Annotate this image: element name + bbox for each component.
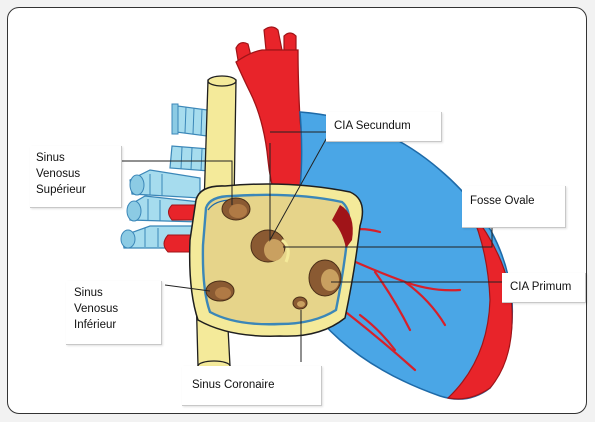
label-text: Sinus Coronaire xyxy=(192,377,311,393)
label-fosse-ovale: Fosse Ovale xyxy=(462,186,566,228)
label-line: Supérieur xyxy=(36,182,115,198)
label-cia-primum: CIA Primum xyxy=(502,273,586,303)
label-text: Fosse Ovale xyxy=(470,193,557,209)
label-line: Inférieur xyxy=(74,317,153,333)
label-line: Venosus xyxy=(36,166,115,182)
label-line: Venosus xyxy=(74,301,153,317)
label-text: CIA Primum xyxy=(510,279,577,295)
label-line: Sinus xyxy=(36,150,115,166)
label-sinus-coronaire: Sinus Coronaire xyxy=(182,366,322,406)
label-sinus-venosus-superieur: Sinus Venosus Supérieur xyxy=(30,146,122,208)
label-cia-secundum: CIA Secundum xyxy=(326,112,442,142)
label-line: Sinus xyxy=(74,285,153,301)
label-sinus-venosus-inferieur: Sinus Venosus Inférieur xyxy=(66,281,162,345)
label-text: CIA Secundum xyxy=(334,118,433,134)
